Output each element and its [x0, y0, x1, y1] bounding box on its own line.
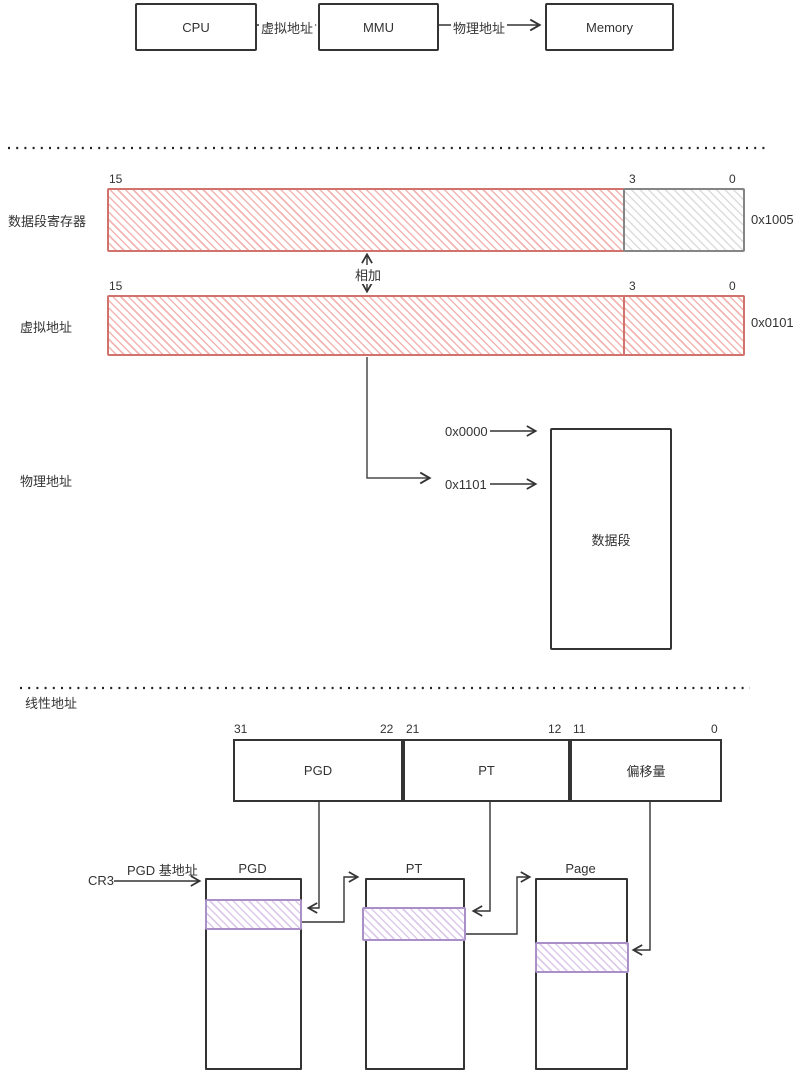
virtual-bit-15: 15: [109, 279, 123, 293]
offset-field: 偏移量: [570, 739, 722, 802]
memory-label: Memory: [586, 19, 633, 35]
pgd-entry-to-pt-arrow: [302, 871, 360, 923]
page-table: [535, 878, 628, 1070]
register-bit-3: 3: [629, 172, 636, 186]
add-label: 相加: [353, 265, 384, 284]
register-bit-0: 0: [729, 172, 736, 186]
pt-table-title: PT: [405, 861, 423, 876]
pt-field-label: PT: [478, 763, 495, 778]
pgd-field-label: PGD: [303, 763, 333, 778]
page-table-title: Page: [565, 861, 596, 876]
memory-box: Memory: [545, 3, 674, 51]
data-segment-box: 数据段: [550, 428, 672, 650]
linear-address-label: 线性地址: [25, 696, 78, 711]
physical-address-flow-label: 物理地址: [451, 18, 508, 37]
physical-value: 0x1101: [445, 477, 487, 492]
cr3-label: CR3: [88, 873, 115, 888]
virtual-bit-0: 0: [729, 279, 736, 293]
segment-base-value: 0x0000: [445, 424, 488, 439]
register-low-bits-cell: [623, 188, 745, 252]
linear-bit-12: 12: [548, 722, 562, 736]
segment-register-label: 数据段寄存器: [8, 214, 87, 229]
linear-bit-21: 21: [406, 722, 420, 736]
pgd-base-label: PGD 基地址: [127, 863, 198, 878]
linear-bit-11: 11: [573, 722, 586, 736]
virtual-high-bits-cell: [107, 295, 625, 356]
virtual-address-row-label: 虚拟地址: [20, 320, 73, 335]
virtual-value: 0x0101: [751, 315, 794, 330]
virtual-low-bits-cell: [623, 295, 745, 356]
offset-field-drop-arrow: [631, 802, 651, 956]
page-entry-highlight: [535, 942, 629, 973]
linear-bit-0: 0: [711, 722, 718, 736]
mmu-box: MMU: [318, 3, 439, 51]
register-value: 0x1005: [751, 212, 794, 227]
linear-bit-31: 31: [234, 722, 248, 736]
pgd-table-title: PGD: [238, 861, 267, 876]
linear-bit-22: 22: [380, 722, 394, 736]
offset-field-label: 偏移量: [626, 764, 666, 779]
pt-field-drop-arrow: [471, 802, 491, 917]
cpu-label: CPU: [182, 19, 210, 35]
virtual-address-flow-label: 虚拟地址: [259, 18, 316, 37]
cpu-box: CPU: [135, 3, 257, 51]
pt-entry-to-page-arrow: [465, 871, 532, 935]
pgd-entry-highlight: [205, 899, 302, 930]
physical-address-row-label: 物理地址: [20, 474, 73, 489]
virtual-bit-3: 3: [629, 279, 636, 293]
pgd-field-drop-arrow: [306, 802, 320, 914]
mmu-label: MMU: [362, 19, 395, 35]
virtual-to-physical-arrow: [366, 357, 432, 485]
pt-field: PT: [403, 739, 570, 802]
pgd-field: PGD: [233, 739, 403, 802]
register-high-bits-cell: [107, 188, 625, 252]
register-bit-15: 15: [109, 172, 123, 186]
data-segment-label: 数据段: [591, 532, 631, 548]
pt-entry-highlight: [362, 907, 466, 941]
